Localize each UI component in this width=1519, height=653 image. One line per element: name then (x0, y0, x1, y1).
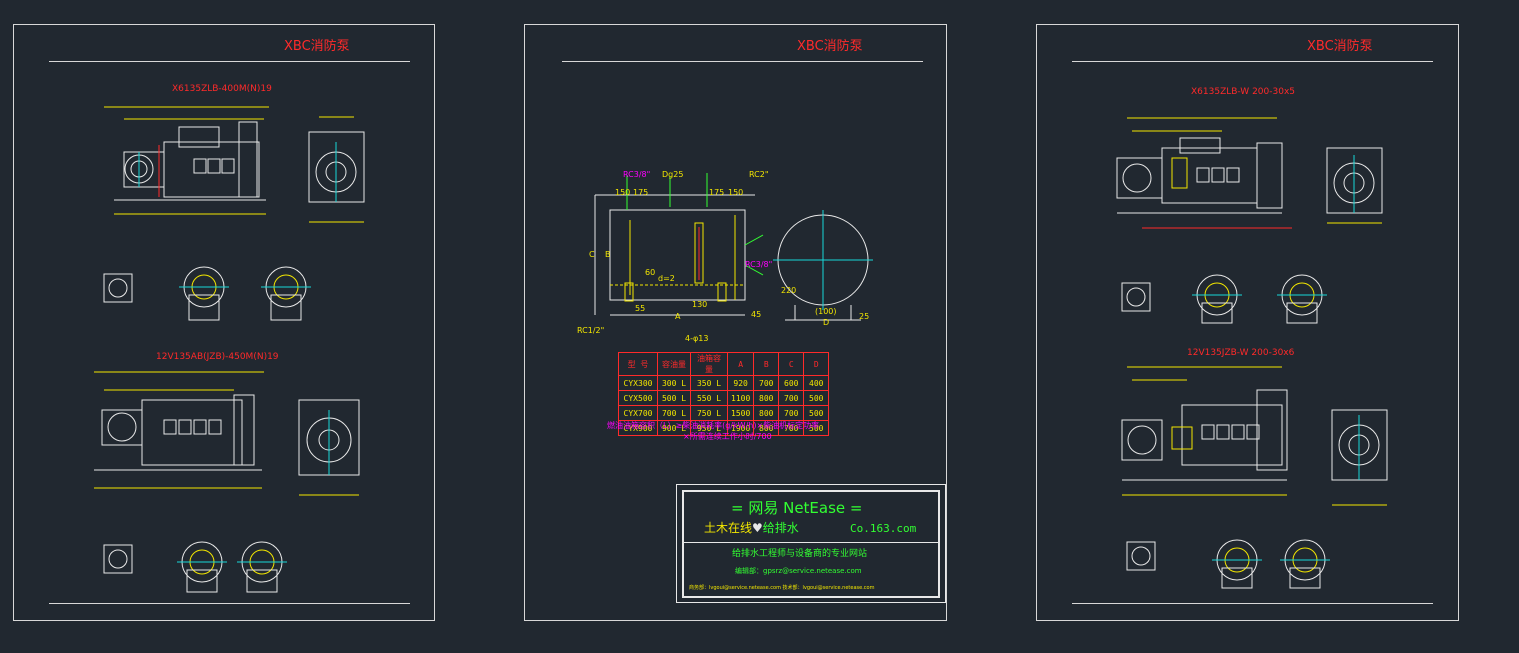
dim-a: A (675, 312, 681, 321)
pump-2-label: 12V135AB(JZB)-450M(N)19 (156, 352, 279, 362)
sheet-3-title: XBC消防泵 (1307, 39, 1373, 54)
title-block-brand: 土木在线♥给排水 (704, 522, 799, 534)
pump-4-label: 12V135JZB-W 200-30x6 (1187, 348, 1295, 358)
table-cell: 550 L (690, 390, 728, 406)
table-cell: 500 L (657, 390, 691, 406)
sheet-1-title: XBC消防泵 (284, 39, 350, 54)
dim-d: D (823, 318, 830, 327)
fuel-tank-spec-table: 型 号 容油量 油箱容量 A B C D CYX300 300 L 350 L … (618, 352, 830, 436)
table-cell: 1500 (726, 405, 755, 421)
header-cell: A (726, 352, 755, 376)
heart-icon: ♥ (752, 521, 763, 535)
sheet-3-bottom-rule (1072, 603, 1433, 604)
title-block: = 网易 NetEase = 土木在线♥给排水 Co.163.com 给排水工程… (676, 484, 946, 603)
table-cell: CYX700 (618, 405, 658, 421)
fuel-note-line-1: 燃油油箱容积（L）≥柴油消耗率(g/kW/h)×柴油机标定功率 (607, 421, 820, 430)
fill-port-label: RC3/8" (623, 170, 651, 179)
table-cell: 500 (803, 420, 830, 436)
dim-25: 25 (859, 312, 870, 321)
table-cell: 1900 (726, 420, 755, 436)
dim-175a: 175 (633, 188, 649, 197)
title-block-contact: 商务部：lvgoui@service.netease.com 技术部：lvgou… (689, 585, 875, 591)
pump-3-label: X6135ZLB-W 200-30x5 (1191, 87, 1295, 97)
title-block-site: Co.163.com (850, 522, 917, 535)
header-cell: 容油量 (657, 352, 691, 376)
dim-130: 130 (692, 300, 708, 309)
dim-45: 45 (751, 310, 762, 319)
drain-label: RC1/2" (577, 326, 605, 335)
table-cell: 400 (803, 375, 830, 391)
brand-right: 给排水 (762, 521, 799, 535)
fuel-tank-drawing (594, 173, 873, 321)
table-cell: 800 (753, 420, 780, 436)
table-cell: 800 (753, 390, 780, 406)
dim-60: 60 (645, 268, 656, 277)
sheet-2-title: XBC消防泵 (797, 39, 863, 54)
header-cell: C (778, 352, 805, 376)
table-row: CYX300 300 L 350 L 920 700 600 400 (618, 375, 830, 391)
pump-2-drawing (94, 371, 360, 593)
table-row: CYX500 500 L 550 L 1100 800 700 500 (618, 390, 830, 406)
dim-150a: 150 (615, 188, 631, 197)
header-cell: B (753, 352, 780, 376)
dim-100: (100) (815, 307, 837, 316)
table-cell: 350 L (690, 375, 728, 391)
table-cell: CYX300 (618, 375, 658, 391)
pump-1-label: X6135ZLB-400M(N)19 (172, 84, 272, 94)
fuel-note-line-2: ×所需连续工作小时/700 (683, 432, 772, 441)
dim-c: C (589, 250, 595, 259)
dim-150b: 150 (728, 188, 744, 197)
table-cell: 500 (803, 390, 830, 406)
sheet-3-top-rule (1072, 61, 1433, 62)
table-cell: 750 L (690, 405, 728, 421)
table-cell: 600 (778, 375, 805, 391)
dim-b: B (605, 250, 611, 259)
drawing-sheet-2: XBC消防泵 (524, 24, 947, 621)
level-gauge-label: Dg25 (662, 170, 684, 179)
pump-4-drawing (1121, 366, 1388, 589)
dim-220: 220 (781, 286, 797, 295)
pump-3-drawing (1116, 117, 1383, 324)
header-cell: 油箱容量 (690, 352, 728, 376)
brand-left: 土木在线 (704, 521, 753, 535)
table-cell: 700 (778, 405, 805, 421)
table-cell: 500 (803, 405, 830, 421)
dim-175b: 175 (709, 188, 725, 197)
drawing-sheet-1: XBC消防泵 X6135ZLB-400M(N)19 (13, 24, 435, 621)
table-cell: 800 (753, 405, 780, 421)
drawing-sheet-3: XBC消防泵 X6135ZLB-W 200-30x5 (1036, 24, 1459, 621)
table-header-row: 型 号 容油量 油箱容量 A B C D (618, 352, 830, 376)
title-block-inner (682, 490, 940, 598)
title-block-slogan: 给排水工程师与设备商的专业网站 (732, 549, 868, 559)
table-cell: 920 (726, 375, 755, 391)
table-cell: 1100 (726, 390, 755, 406)
table-row: CYX700 700 L 750 L 1500 800 700 500 (618, 405, 830, 421)
header-cell: D (803, 352, 830, 376)
dim-d2: d=2 (658, 274, 675, 283)
title-block-email: 编辑部：gpsrz@service.netease.com (735, 568, 862, 575)
table-cell: 700 L (657, 405, 691, 421)
vent-label: RC2" (749, 170, 769, 179)
title-block-divider (683, 542, 940, 543)
table-cell: 300 L (657, 375, 691, 391)
sheet-2-top-rule (562, 61, 923, 62)
mount-holes-label: 4-φ13 (685, 334, 709, 343)
title-block-netease: = 网易 NetEase = (731, 499, 863, 517)
table-row: CYX900 900 L 950 L 1900 800 700 500 (618, 420, 830, 436)
sheet-1-top-rule (49, 61, 410, 62)
table-cell: 700 (753, 375, 780, 391)
email-label: 编辑部： (735, 567, 763, 575)
header-cell: 型 号 (618, 352, 658, 376)
table-cell: 700 (778, 390, 805, 406)
email-address: gpsrz@service.netease.com (763, 567, 862, 575)
dim-55: 55 (635, 304, 646, 313)
sheet-1-bottom-rule (49, 603, 410, 604)
outlet-label: RC3/8" (745, 260, 773, 269)
pump-1-drawing (103, 106, 365, 321)
table-cell: CYX500 (618, 390, 658, 406)
